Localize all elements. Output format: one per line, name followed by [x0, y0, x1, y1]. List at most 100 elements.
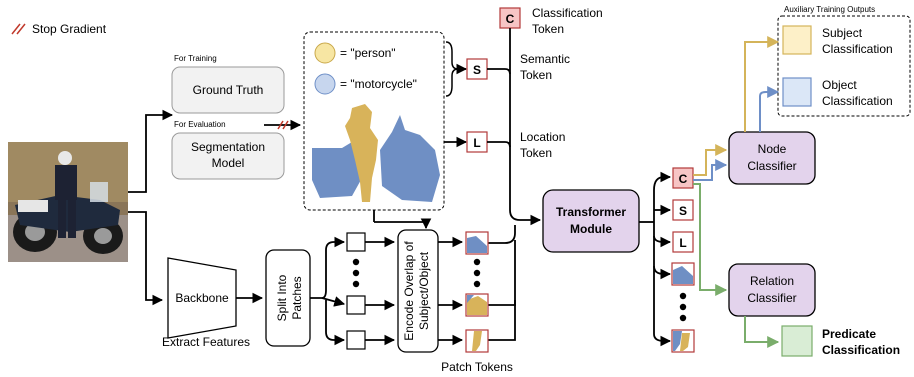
- person-legend-label: = "person": [340, 46, 396, 60]
- relation-to-predicate-arrow: [744, 316, 780, 348]
- stop-gradient-mark: [282, 120, 289, 130]
- predicate-classification-label: Classification: [822, 343, 900, 357]
- motorcycle-legend-swatch: [314, 73, 336, 95]
- semantic-token-letter: S: [473, 63, 481, 77]
- auxiliary-title: Auxiliary Training Outputs: [784, 5, 875, 14]
- patch-token-line: [488, 300, 516, 341]
- ellipsis-dot: [352, 258, 360, 266]
- c-to-node-arrow-gold: [693, 144, 728, 176]
- patch-token-line: [488, 240, 516, 306]
- split-patches-label: Split Into: [275, 274, 289, 321]
- patch: [346, 330, 366, 350]
- transformer-out-arrow: [653, 266, 672, 347]
- backbone-label: Backbone: [175, 291, 229, 305]
- motorcycle-legend-label: = "motorcycle": [340, 77, 417, 91]
- transformer-module: [542, 189, 640, 253]
- segmentation-model-box: [171, 132, 285, 180]
- stop-gradient-legend: Stop Gradient: [11, 22, 107, 36]
- ellipsis-dot: [473, 258, 481, 266]
- object-classification-label: Object: [822, 78, 857, 92]
- location-token-letter: L: [473, 136, 480, 150]
- semantic-token-label: Token: [520, 68, 552, 82]
- classification-token-letter: C: [506, 12, 515, 26]
- motorcycle-mask: [312, 142, 362, 198]
- ellipsis-dot: [473, 269, 481, 277]
- patch-token: [465, 231, 489, 255]
- motorcycle-mask: [380, 115, 440, 202]
- split-to-patch-arrow: [321, 296, 346, 307]
- predicate-classification-box: [781, 325, 813, 357]
- image-to-backbone-arrow: [128, 211, 164, 306]
- subject-classification-box: [782, 25, 812, 55]
- object-classification-box: [782, 77, 812, 107]
- output-classification-token: [672, 167, 694, 189]
- patch: [346, 295, 366, 315]
- auxiliary-outputs-box: [777, 15, 911, 117]
- c-to-node-arrow-blue: [693, 159, 728, 181]
- predicate-classification-label: Predicate: [822, 327, 876, 341]
- stop-gradient-label: Stop Gradient: [32, 22, 107, 36]
- patch: [346, 232, 366, 252]
- ellipsis-dot: [679, 292, 687, 300]
- stop-gradient-mark: [277, 120, 284, 130]
- semantic-token-label: Semantic: [520, 52, 570, 66]
- patch-token-line: [488, 225, 516, 244]
- transformer-label: Transformer: [556, 205, 626, 219]
- relation-classifier-label: Classifier: [747, 291, 796, 305]
- transformer-out-arrow: [653, 171, 672, 222]
- segmentation-model-label: Segmentation: [191, 140, 265, 154]
- ellipsis-dot: [473, 280, 481, 288]
- patch-token: [465, 329, 489, 353]
- tokens-to-transformer-arrow: [509, 209, 542, 226]
- object-classification-label: Classification: [822, 94, 893, 108]
- image-to-inputs-arrow: [128, 109, 174, 193]
- for-evaluation-label: For Evaluation: [174, 120, 226, 129]
- relation-classifier-label: Relation: [750, 274, 794, 288]
- c-to-relation-arrow: [693, 183, 728, 296]
- transformer-label: Module: [570, 222, 612, 236]
- output-location-letter: L: [679, 236, 686, 250]
- location-token-label: Location: [520, 130, 565, 144]
- encode-overlap-box: [397, 229, 439, 353]
- output-semantic-letter: S: [679, 204, 687, 218]
- backbone: [167, 257, 237, 339]
- node-classifier-label: Classifier: [747, 159, 796, 173]
- output-patch-token: [671, 262, 695, 286]
- for-training-label: For Training: [174, 54, 217, 63]
- output-patch-token: [671, 329, 695, 353]
- transformer-out-arrow: [653, 222, 672, 248]
- encode-overlap-label: Encode Overlap of: [402, 241, 416, 341]
- brace: [445, 41, 459, 97]
- patch-tokens-label: Patch Tokens: [441, 360, 513, 374]
- node-to-subject-arrow: [744, 36, 780, 132]
- split-to-patch-arrow: [325, 300, 346, 346]
- ground-truth-label: Ground Truth: [193, 83, 264, 97]
- stop-gradient-mark: [11, 23, 21, 35]
- ellipsis-dot: [679, 314, 687, 322]
- person-mask: [345, 104, 378, 202]
- classification-token-label: Token: [532, 22, 564, 36]
- ellipsis-dot: [352, 269, 360, 277]
- stop-gradient-mark: [16, 23, 26, 35]
- classification-token-label: Classification: [532, 6, 603, 20]
- encode-overlap-label: Subject/Object: [417, 251, 431, 330]
- node-classifier: [728, 131, 816, 185]
- input-image: [8, 142, 128, 262]
- ellipsis-dot: [679, 303, 687, 311]
- person-legend-swatch: [314, 42, 336, 64]
- location-token-label: Token: [520, 146, 552, 160]
- relation-classifier: [728, 263, 816, 317]
- ellipsis-dot: [352, 280, 360, 288]
- extract-features-label: Extract Features: [162, 335, 250, 349]
- subject-classification-label: Classification: [822, 42, 893, 56]
- output-semantic-token: [672, 199, 694, 221]
- subject-classification-label: Subject: [822, 26, 863, 40]
- node-to-object-arrow: [759, 86, 780, 132]
- output-classification-letter: C: [679, 172, 688, 186]
- split-patches-label: Patches: [290, 276, 304, 319]
- ground-truth-box: [171, 66, 285, 114]
- semantic-token-line: [487, 68, 511, 75]
- patch-token: [465, 293, 489, 317]
- split-to-patch-arrow: [310, 236, 346, 299]
